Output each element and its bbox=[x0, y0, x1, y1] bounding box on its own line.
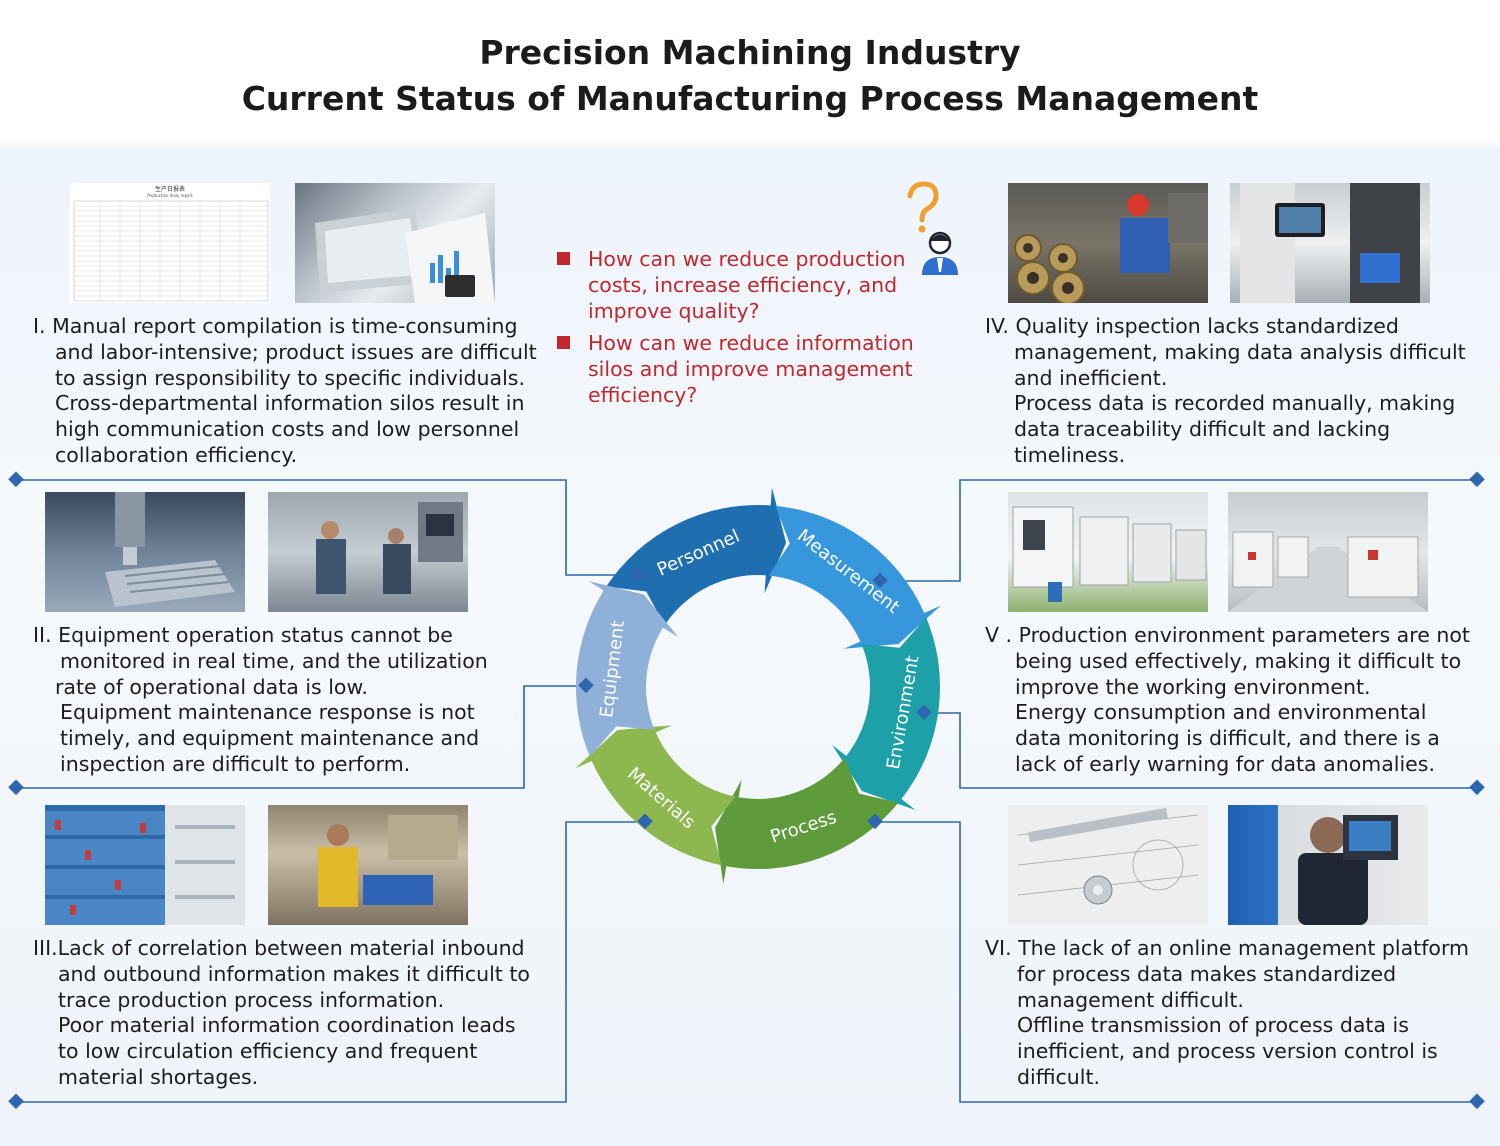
cycle-segment-equipment bbox=[576, 581, 679, 757]
question-line: silos and improve management bbox=[588, 357, 913, 382]
panel-line: difficult. bbox=[1017, 1064, 1101, 1089]
cycle-label-personnel: Personnel bbox=[654, 526, 743, 581]
panel-line: IV. Quality inspection lacks standardize… bbox=[985, 314, 1399, 338]
panel-line: high communication costs and low personn… bbox=[55, 417, 520, 442]
warehouse-worker-photo bbox=[268, 805, 468, 925]
panel-line: inspection are difficult to perform. bbox=[60, 751, 411, 776]
panel-line: being used effectively, making it diffic… bbox=[1015, 648, 1462, 673]
panel-equipment-text: II. Equipment operation status cannot be… bbox=[33, 623, 488, 778]
question-line: improve quality? bbox=[588, 298, 760, 323]
panel-line: to low circulation efficiency and freque… bbox=[58, 1039, 478, 1064]
panel-line: improve the working environment. bbox=[1015, 674, 1371, 699]
panel-line: Offline transmission of process data is bbox=[1017, 1013, 1409, 1038]
panel-line: VI. The lack of an online management pla… bbox=[985, 936, 1470, 960]
panel-line: V . Production environment parameters ar… bbox=[985, 623, 1470, 647]
panel-line: for process data makes standardized bbox=[1017, 961, 1397, 986]
flange-inspection-photo bbox=[1008, 183, 1208, 303]
title-line-1: Precision Machining Industry bbox=[479, 33, 1021, 72]
tablet-inspection-photo bbox=[1230, 183, 1430, 303]
panel-personnel-text: I. Manual report compilation is time-con… bbox=[33, 314, 537, 469]
cycle-segment-personnel bbox=[606, 487, 787, 626]
panel-line: trace production process information. bbox=[58, 987, 445, 1012]
panel-line: II. Equipment operation status cannot be bbox=[33, 623, 453, 647]
question-item: How can we reduce production costs, incr… bbox=[555, 247, 935, 324]
panel-line: timely, and equipment maintenance and bbox=[60, 726, 480, 751]
key-questions: How can we reduce production costs, incr… bbox=[555, 247, 935, 416]
red-square-bullet-icon bbox=[557, 252, 570, 265]
panel-process-text: VI. The lack of an online management pla… bbox=[985, 936, 1469, 1091]
parts-shelves-photo bbox=[45, 805, 245, 925]
panel-line: Poor material information coordination l… bbox=[58, 1013, 516, 1038]
red-square-bullet-icon bbox=[557, 336, 570, 350]
panel-line: management, making data analysis difficu… bbox=[1014, 339, 1466, 364]
cycle-diamond-markers bbox=[578, 566, 932, 830]
panel-line: data monitoring is difficult, and there … bbox=[1015, 726, 1440, 751]
question-line: How can we reduce production bbox=[588, 247, 906, 271]
panel-line: Process data is recorded manually, makin… bbox=[1014, 391, 1456, 416]
daily-report-document-image: 生产日报表 Production daily report bbox=[70, 183, 270, 303]
panel-line: Equipment maintenance response is not bbox=[60, 700, 475, 725]
question-item: How can we reduce information silos and … bbox=[555, 331, 935, 408]
cycle-label-environment: Environment bbox=[883, 654, 924, 771]
panel-line: and labor-intensive; product issues are … bbox=[55, 339, 537, 364]
panel-materials-text: III.Lack of correlation between material… bbox=[33, 936, 530, 1091]
panel-line: material shortages. bbox=[58, 1064, 259, 1089]
calipers-blueprint-photo bbox=[1008, 805, 1208, 925]
panel-measurement-text: IV. Quality inspection lacks standardize… bbox=[985, 314, 1466, 469]
cycle-label-measurement: Measurement bbox=[793, 525, 903, 618]
cnc-machines-row-photo bbox=[1008, 492, 1208, 612]
panel-line: data traceability difficult and lacking bbox=[1014, 417, 1391, 442]
question-line: efficiency? bbox=[588, 382, 698, 407]
question-mark-icon bbox=[907, 181, 939, 233]
cycle-segment-process bbox=[715, 758, 899, 884]
workers-at-machine-photo bbox=[268, 492, 468, 612]
report-table-graphic: 生产日报表 Production daily report bbox=[73, 185, 269, 302]
report-doc-title: 生产日报表 bbox=[155, 185, 185, 193]
panel-line: and inefficient. bbox=[1014, 365, 1168, 390]
panel-environment-text: V . Production environment parameters ar… bbox=[985, 623, 1470, 778]
cycle-label-equipment: Equipment bbox=[596, 619, 629, 719]
cycle-segment-measurement bbox=[768, 505, 941, 649]
laptop-charts-photo bbox=[295, 183, 495, 303]
panel-line: monitored in real time, and the utilizat… bbox=[60, 648, 488, 673]
cycle-segment-environment bbox=[832, 617, 940, 811]
cycle-label-materials: Materials bbox=[623, 763, 699, 833]
panel-line: management difficult. bbox=[1017, 987, 1244, 1012]
cycle-segment-materials bbox=[575, 725, 736, 866]
panel-line: and outbound information makes it diffic… bbox=[58, 961, 530, 986]
factory-floor-photo bbox=[1228, 492, 1428, 612]
panel-line: inefficient, and process version control… bbox=[1017, 1039, 1438, 1064]
question-line: costs, increase efficiency, and bbox=[588, 272, 898, 297]
panel-line: rate of operational data is low. bbox=[55, 674, 368, 699]
title-line-2: Current Status of Manufacturing Process … bbox=[241, 79, 1259, 118]
report-doc-subtitle: Production daily report bbox=[147, 193, 193, 198]
operator-control-panel-photo bbox=[1228, 805, 1428, 925]
panel-line: Cross-departmental information silos res… bbox=[55, 391, 525, 416]
cycle-label-process: Process bbox=[768, 807, 839, 848]
panel-line: III.Lack of correlation between material… bbox=[33, 936, 525, 960]
panel-line: timeliness. bbox=[1014, 442, 1126, 467]
page-title: Precision Machining Industry Current Sta… bbox=[0, 30, 1500, 122]
panel-line: to assign responsibility to specific ind… bbox=[55, 365, 525, 390]
panel-line: lack of early warning for data anomalies… bbox=[1015, 751, 1435, 776]
cnc-spindle-photo bbox=[45, 492, 245, 612]
panel-line: Energy consumption and environmental bbox=[1015, 700, 1427, 725]
panel-line: collaboration efficiency. bbox=[55, 442, 298, 467]
panel-line: I. Manual report compilation is time-con… bbox=[33, 314, 518, 338]
question-line: How can we reduce information bbox=[588, 331, 914, 356]
